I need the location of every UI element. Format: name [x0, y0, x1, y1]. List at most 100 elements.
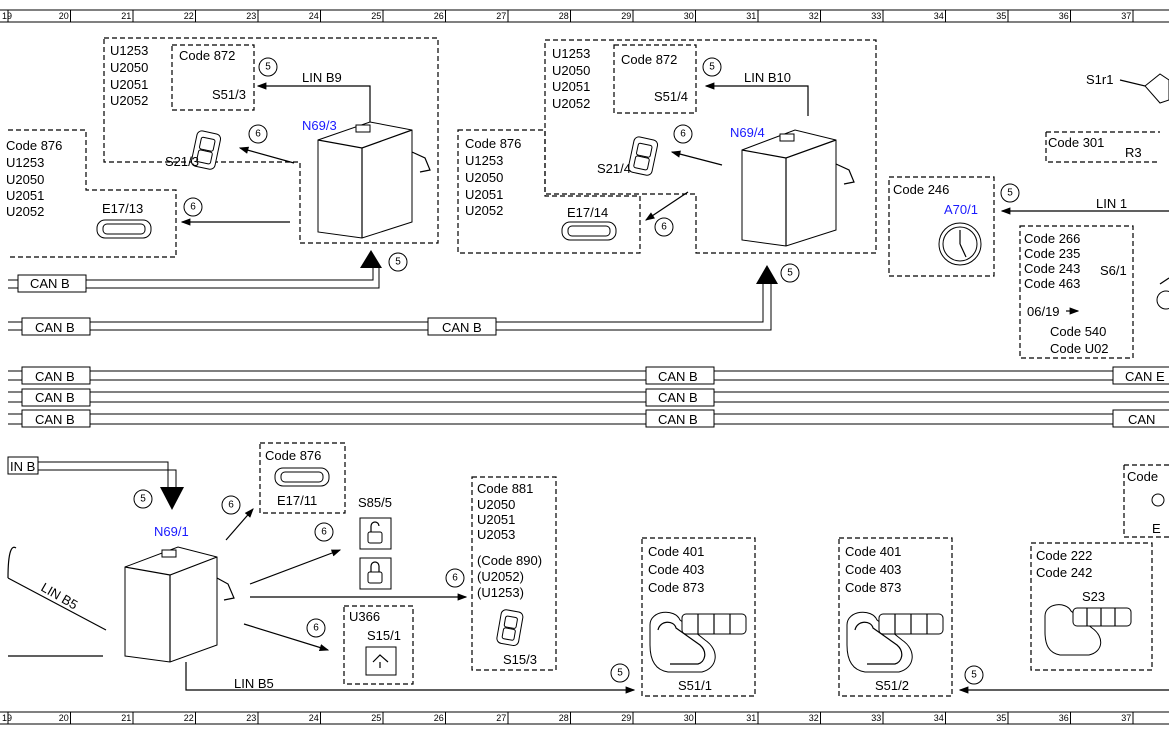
can-b-label-7: CAN B: [658, 369, 698, 384]
r3-label: R3: [1125, 145, 1142, 160]
code540-label: Code 540: [1050, 324, 1106, 339]
ruler-label: 28: [559, 11, 569, 21]
ruler-label: 33: [871, 713, 881, 723]
g1-s51: S51/3: [212, 87, 246, 102]
g1-module-label: N69/3: [302, 118, 337, 133]
b-s51-2: S51/2: [875, 678, 909, 693]
right-column: S1r1 Code 301 R3 Code 246 A70/1 5 LIN 1 …: [888, 72, 1169, 359]
ruler-label: 29: [621, 11, 631, 21]
b-s15-3: S15/3: [503, 652, 537, 667]
lin-b-cut-label: IN B: [10, 459, 35, 474]
b-code2-1: (U2052): [477, 569, 524, 584]
group-n69-1: IN B 5 N69/1 LIN B5 Code 876 E17/11 6 S8…: [7, 442, 1169, 697]
can-cut-label: CAN: [1128, 412, 1155, 427]
ruler-label: 19: [2, 11, 12, 21]
svg-text:6: 6: [321, 527, 327, 538]
g1-code-3: U2052: [110, 93, 148, 108]
b-code-2: U2051: [477, 512, 515, 527]
a70-1-clock-icon: [938, 222, 982, 266]
s15-1-switch-icon: [365, 646, 397, 676]
ruler-label: 32: [809, 713, 819, 723]
r2-code-cut: Code: [1127, 469, 1158, 484]
g2-left-code-4: U2052: [465, 203, 503, 218]
n69-4-module-icon: [741, 129, 855, 247]
s51-1-seat-switch-icon: [649, 611, 747, 673]
r-code-3: Code 463: [1024, 276, 1080, 291]
ruler-label: 24: [309, 11, 319, 21]
svg-text:5: 5: [265, 62, 271, 73]
can-b-label-5: CAN B: [35, 390, 75, 405]
svg-text:5: 5: [140, 494, 146, 505]
b-code876: Code 876: [265, 448, 321, 463]
date-label: 06/19: [1027, 304, 1060, 319]
svg-text:5: 5: [787, 268, 793, 279]
n69-3-module-icon: [317, 121, 431, 239]
ruler-label: 25: [371, 11, 381, 21]
g2-code-0: U1253: [552, 46, 590, 61]
svg-text:5: 5: [1007, 188, 1013, 199]
s21-3-switch-icon: [190, 130, 222, 170]
ruler-label: 37: [1121, 713, 1131, 723]
b-s51-1: S51/1: [678, 678, 712, 693]
r2-s23: S23: [1082, 589, 1105, 604]
svg-text:5: 5: [709, 62, 715, 73]
can-buses: CAN B 5 CAN B CAN B 5 CAN B CAN B CAN B …: [8, 250, 1169, 428]
ruler-label: 20: [59, 11, 69, 21]
g1-left-code-4: U2052: [6, 204, 44, 219]
can-b-label-4: CAN B: [35, 369, 75, 384]
group-n69-4: Code 872 S51/4 U1253 U2050 U2051 U2052 L…: [457, 39, 877, 254]
ruler-label: 27: [496, 11, 506, 21]
seat1-code-1: Code 403: [648, 562, 704, 577]
s85-5-unlock-icon: [359, 517, 392, 550]
svg-text:6: 6: [190, 202, 196, 213]
g1-code-0: U1253: [110, 43, 148, 58]
a70-1-label: A70/1: [944, 202, 978, 217]
e17-13-lamp-icon: [96, 219, 152, 239]
ruler-label: 26: [434, 713, 444, 723]
codeu02-label: Code U02: [1050, 341, 1109, 356]
ruler-label: 20: [59, 713, 69, 723]
g2-s51: S51/4: [654, 89, 688, 104]
g1-s21: S21/3: [165, 154, 199, 169]
b-code-3: U2053: [477, 527, 515, 542]
r-code-0: Code 266: [1024, 231, 1080, 246]
ruler-label: 35: [996, 11, 1006, 21]
ruler-label: 36: [1059, 713, 1069, 723]
ruler-label: 35: [996, 713, 1006, 723]
g1-left-code-3: U2051: [6, 188, 44, 203]
svg-text:5: 5: [617, 668, 623, 679]
lin-1-label: LIN 1: [1096, 196, 1127, 211]
seat1-code-0: Code 401: [648, 544, 704, 559]
r2-code-0: Code 222: [1036, 548, 1092, 563]
ruler-label: 21: [121, 713, 131, 723]
s6-1-label: S6/1: [1100, 263, 1127, 278]
ruler-label: 34: [934, 11, 944, 21]
ruler-label: 23: [246, 713, 256, 723]
lin-b10-label: LIN B10: [744, 70, 791, 85]
g1-e17: E17/13: [102, 201, 143, 216]
b-e17: E17/11: [277, 493, 317, 508]
svg-text:6: 6: [661, 222, 667, 233]
group-n69-3: Code 872 S51/3 U1253 U2050 U2051 U2052 L…: [6, 37, 439, 258]
ruler-label: 32: [809, 11, 819, 21]
g2-left-code-1: U1253: [465, 153, 503, 168]
can-e-label: CAN E: [1125, 369, 1165, 384]
r-code-1: Code 235: [1024, 246, 1080, 261]
ruler-label: 22: [184, 713, 194, 723]
svg-text:6: 6: [452, 573, 458, 584]
g1-code872: Code 872: [179, 48, 235, 63]
code246-label: Code 246: [893, 182, 949, 197]
lin-b9-label: LIN B9: [302, 70, 342, 85]
ruler-label: 21: [121, 11, 131, 21]
ruler-label: 34: [934, 713, 944, 723]
b-code-0: Code 881: [477, 481, 533, 496]
g1-code-2: U2051: [110, 77, 148, 92]
b-code2-2: (U1253): [477, 585, 524, 600]
s1r1-label: S1r1: [1086, 72, 1113, 87]
svg-text:6: 6: [255, 129, 261, 140]
g1-left-code-0: Code 876: [6, 138, 62, 153]
b-code-1: U2050: [477, 497, 515, 512]
